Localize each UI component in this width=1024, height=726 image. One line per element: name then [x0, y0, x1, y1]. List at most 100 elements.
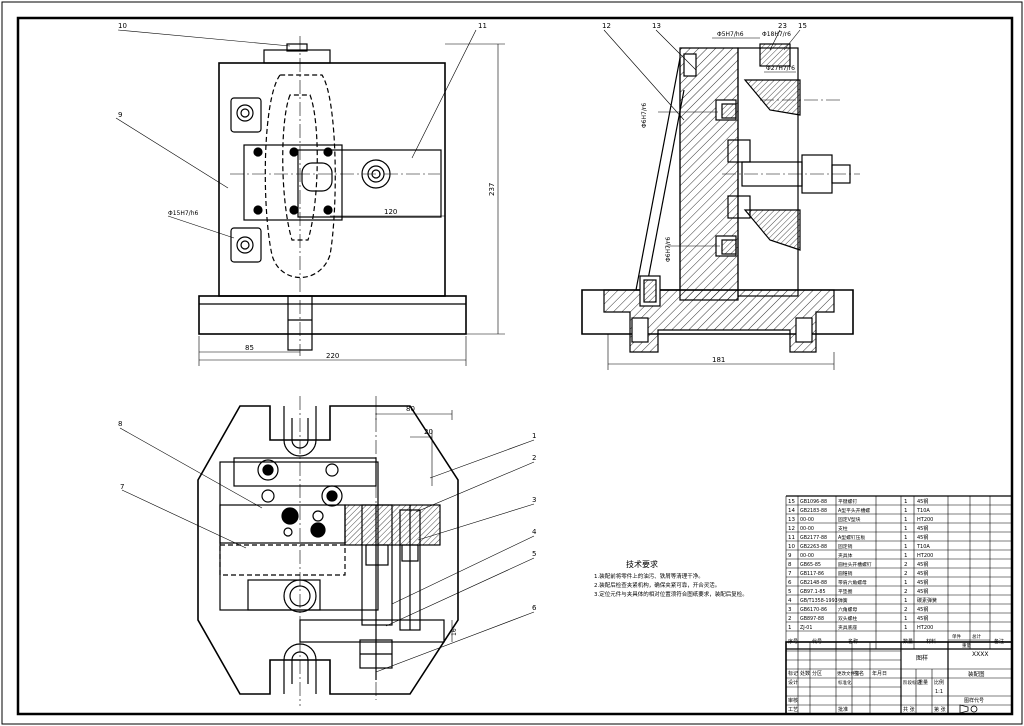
bom-row-no: 3 — [788, 607, 792, 613]
top-label-2: 2 — [532, 454, 536, 462]
bom-row-no: 2 — [788, 616, 792, 622]
bom-row-material: 45钢 — [917, 561, 928, 568]
front-label-9: 9 — [118, 111, 122, 119]
bom-row-no: 11 — [788, 535, 795, 541]
tb-tag: XXXX — [972, 651, 988, 658]
bom-row-code: 00-00 — [800, 517, 814, 523]
front-fit-label: Φ15H7/h6 — [168, 210, 199, 217]
bom-row-name: 带肩六角螺母 — [838, 579, 867, 586]
bom-row-name: 圆柱头开槽螺钉 — [838, 561, 872, 568]
top-dim-16: 16 — [451, 628, 458, 636]
bom-row-no: 13 — [788, 517, 795, 523]
front-view — [198, 36, 467, 356]
tb-review: 审核 — [788, 697, 798, 704]
projection-symbol — [959, 704, 978, 714]
tb-code-no: 图样代号 — [964, 697, 984, 704]
bom-row-qty: 1 — [904, 499, 908, 505]
bom-row-qty: 2 — [904, 607, 908, 613]
bom-header-single: 单件 — [952, 633, 961, 640]
bom-row-code: GB/T1358-1993 — [800, 598, 838, 604]
bom-row-no: 8 — [788, 562, 792, 568]
bom-row-material: T10A — [916, 544, 930, 550]
tb-approve: 批准 — [838, 706, 848, 713]
tb-page: 第 张 — [934, 706, 946, 713]
bom-row-material: 45钢 — [917, 525, 928, 532]
bom-row-material: 45钢 — [917, 579, 928, 586]
tb-sign: 签名 — [854, 670, 864, 677]
bom-row-material: HT200 — [917, 517, 933, 523]
front-dimensions — [115, 29, 505, 366]
bom-row-name: 六角螺母 — [838, 606, 857, 613]
tb-process: 工艺 — [788, 707, 798, 713]
top-label-1: 1 — [532, 432, 536, 440]
tb-design: 设计 — [788, 679, 798, 686]
bom-row-material: 45钢 — [917, 615, 928, 622]
top-label-8: 8 — [118, 420, 122, 428]
bom-row-name: 夹具底座 — [838, 624, 857, 631]
bom-row-code: GB65-85 — [800, 562, 821, 568]
bom-row-name: 夹具体 — [838, 552, 853, 559]
bom-header-weight: 重量 — [962, 642, 971, 649]
tb-zone: 分区 — [812, 670, 822, 677]
tb-weight: 重量 — [918, 679, 928, 686]
bom-row-name: A型平头开槽螺 — [838, 507, 870, 514]
bom-row-name: 平垫圈 — [838, 588, 853, 595]
bom-row-no: 14 — [788, 508, 795, 514]
bom-row-no: 7 — [788, 571, 792, 577]
side-view — [581, 43, 860, 353]
bom-row-material: 45钢 — [917, 588, 928, 595]
side-dimensions — [603, 29, 835, 370]
top-dim-20: 20 — [424, 428, 433, 436]
bom-row-code: GB117-86 — [800, 571, 824, 577]
top-view — [197, 396, 459, 706]
front-dim-220: 220 — [326, 352, 339, 360]
bom-row-qty: 2 — [904, 589, 908, 595]
bom-row-name: 固定V型块 — [838, 516, 861, 523]
bom-row-material: 45钢 — [917, 570, 928, 577]
bom-row-code: 00-00 — [800, 526, 814, 532]
bom-row-name: 弹簧 — [838, 597, 848, 604]
side-fit-b: Φ18H7/r6 — [762, 31, 791, 38]
tb-scale-val: 1:1 — [935, 689, 943, 695]
tech-req-item-3: 3.定位元件与夹具体的相对位置须符合图纸要求，装配后复检。 — [594, 590, 748, 598]
front-dim-237: 237 — [488, 183, 496, 196]
bom-row-code: GB2148-88 — [800, 580, 827, 586]
bom-row-name: 支柱 — [838, 525, 848, 532]
bom-row-qty: 1 — [904, 580, 908, 586]
top-label-7: 7 — [120, 483, 124, 491]
technical-requirements: 技术要求 1.装配前将零件上的油污、铁屑等清理干净。 2.装配后检查夹紧机构，确… — [594, 559, 748, 598]
bom-row-no: 9 — [788, 553, 792, 559]
side-label-13: 13 — [652, 22, 661, 30]
tb-stage: 阶段标记 — [903, 679, 921, 686]
bom-row-name: 圆锥销 — [838, 570, 853, 577]
front-dim-85: 85 — [245, 344, 254, 352]
title-block — [785, 641, 1013, 715]
bom-row-no: 4 — [788, 598, 792, 604]
bom-row-qty: 2 — [904, 562, 908, 568]
side-label-12: 12 — [602, 22, 611, 30]
side-fit-a: Φ5H7/h6 — [717, 31, 744, 38]
tech-req-title: 技术要求 — [626, 559, 658, 569]
bom-row-qty: 1 — [904, 535, 908, 541]
bom-row-qty: 1 — [904, 544, 908, 550]
bom-row-material: 碳素弹簧 — [917, 597, 937, 604]
tb-std: 标准化 — [838, 679, 852, 686]
tb-material: 图样 — [916, 654, 928, 662]
top-label-3: 3 — [532, 496, 536, 504]
bom-row-qty: 1 — [904, 625, 908, 631]
bom-header-total: 总计 — [972, 633, 981, 640]
side-label-15: 15 — [798, 22, 807, 30]
bom-row-material: 45钢 — [917, 534, 928, 541]
bom-row-code: GB2263-88 — [800, 544, 827, 550]
side-fit-c: Φ27H7/r6 — [766, 65, 795, 72]
side-fit-d: Φ6H7/r6 — [641, 103, 648, 128]
top-label-5: 5 — [532, 550, 536, 558]
bom-row-name: 固定销 — [838, 543, 853, 550]
tb-count: 处数 — [800, 670, 810, 677]
bom-row-code: GB2183-88 — [800, 508, 827, 514]
bom-row-qty: 1 — [904, 526, 908, 532]
front-dim-120: 120 — [384, 208, 397, 216]
tb-sheet: 共 张 — [903, 706, 915, 713]
